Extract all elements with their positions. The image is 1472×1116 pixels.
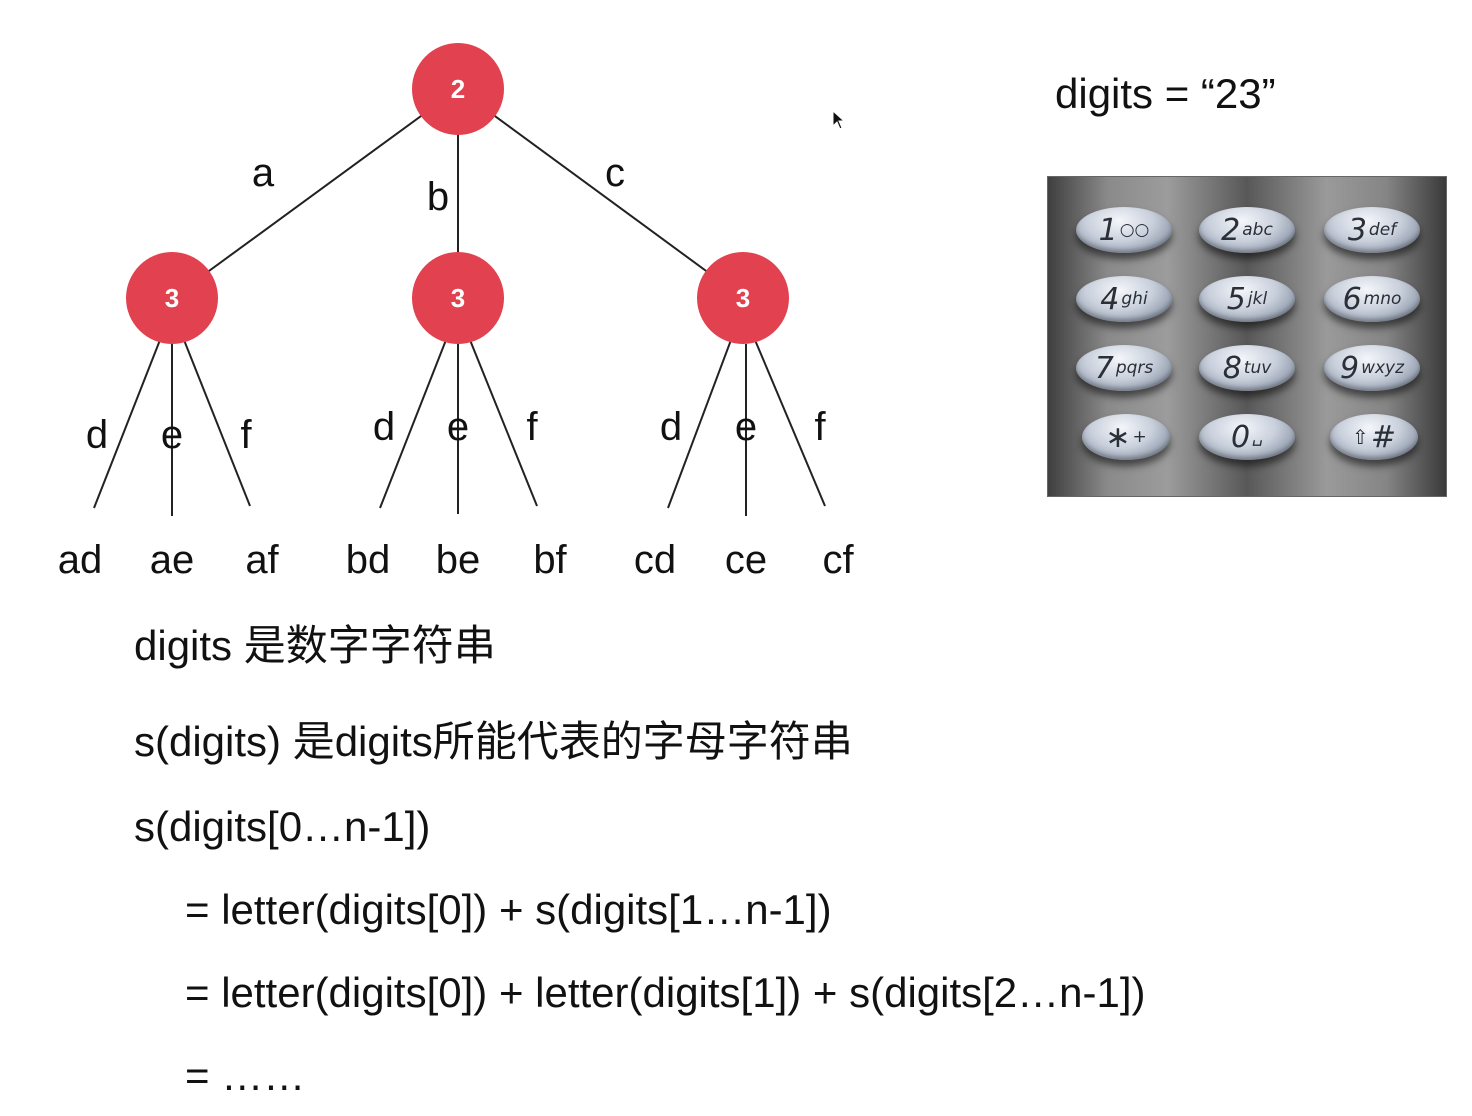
key-letters: jkl xyxy=(1247,289,1268,309)
branch-label: d xyxy=(373,405,395,449)
key-letters: + xyxy=(1132,427,1147,447)
key-number: 7 xyxy=(1094,350,1114,386)
key-letters: mno xyxy=(1363,289,1402,309)
formula-line-4: = …… xyxy=(185,1052,306,1099)
tree-edge-leaf xyxy=(667,339,732,509)
leaf-label: bf xyxy=(533,538,567,582)
leaf-label: cd xyxy=(634,538,676,582)
key-number: 3 xyxy=(1347,212,1367,248)
child-node-label: 3 xyxy=(165,283,179,313)
digits-label: digits = “23” xyxy=(1055,70,1276,117)
child-node-label: 3 xyxy=(451,283,465,313)
tree-edge-leaf xyxy=(93,339,161,509)
key-letters: tuv xyxy=(1243,358,1272,378)
root-node-label: 2 xyxy=(451,74,465,104)
formula-line-2: = letter(digits[0]) + s(digits[1…n-1]) xyxy=(185,886,832,933)
definition-line-digits: digits 是数字字符串 xyxy=(134,622,496,669)
keypad-key: 1○○ xyxy=(1076,207,1172,253)
root-node xyxy=(412,43,504,135)
key-number: 1 xyxy=(1098,212,1118,248)
leaf-label: be xyxy=(436,538,481,582)
keypad-key: ⇧# xyxy=(1330,414,1418,460)
branch-label: f xyxy=(240,413,252,457)
child-node-a xyxy=(126,252,218,344)
mouse-cursor-icon xyxy=(832,110,846,130)
tree-edge-leaf xyxy=(183,339,251,507)
tree-edge-leaf xyxy=(379,339,447,509)
key-letters: def xyxy=(1368,220,1397,240)
leaf-label: ae xyxy=(150,538,195,582)
formula-line-1: s(digits[0…n-1]) xyxy=(134,803,431,850)
edge-label-a: a xyxy=(252,151,275,195)
tree-edge-leaf xyxy=(754,339,826,507)
key-number: 2 xyxy=(1221,212,1241,248)
child-node-c xyxy=(697,252,789,344)
key-number: 4 xyxy=(1100,281,1120,317)
leaf-label: af xyxy=(245,538,279,582)
formula-line-3: = letter(digits[0]) + letter(digits[1]) … xyxy=(185,969,1146,1016)
branch-label: e xyxy=(447,405,469,449)
key-number: ⇧ xyxy=(1352,425,1369,449)
key-number: 6 xyxy=(1342,281,1362,317)
key-number: 8 xyxy=(1222,350,1242,386)
tree-edge-leaf xyxy=(469,339,538,507)
branch-label: f xyxy=(814,405,826,449)
key-letters: ␣ xyxy=(1252,427,1263,447)
key-number: 5 xyxy=(1226,281,1246,317)
branch-label: d xyxy=(660,405,682,449)
leaf-label: cf xyxy=(822,538,854,582)
tree-edge-a xyxy=(171,88,459,299)
definition-line-s-digits: s(digits) 是digits所能代表的字母字符串 xyxy=(134,718,853,765)
keypad-key: 0␣ xyxy=(1199,414,1295,460)
child-node-label: 3 xyxy=(736,283,750,313)
key-letters: ghi xyxy=(1121,289,1148,309)
recursion-tree: 2 3 3 3 a b c d e f d e f d e f ad ae af… xyxy=(58,43,854,582)
branch-label: f xyxy=(526,405,538,449)
edge-label-b: b xyxy=(427,175,449,219)
keypad-key: ∗+ xyxy=(1082,414,1170,460)
leaf-label: bd xyxy=(346,538,391,582)
branch-label: e xyxy=(161,413,183,457)
key-letters: ○○ xyxy=(1119,220,1150,240)
key-letters: # xyxy=(1370,419,1396,455)
branch-label: d xyxy=(86,413,108,457)
key-letters: pqrs xyxy=(1115,358,1154,378)
child-node-b xyxy=(412,252,504,344)
key-letters: abc xyxy=(1242,220,1273,240)
key-number: 0 xyxy=(1231,419,1251,455)
edge-label-c: c xyxy=(605,151,625,195)
tree-edge-c xyxy=(457,88,744,299)
leaf-label: ad xyxy=(58,538,103,582)
key-number: 9 xyxy=(1339,350,1360,386)
key-letters: wxyz xyxy=(1361,358,1405,378)
leaf-label: ce xyxy=(725,538,767,582)
key-number: ∗ xyxy=(1105,419,1131,455)
branch-label: e xyxy=(735,405,757,449)
